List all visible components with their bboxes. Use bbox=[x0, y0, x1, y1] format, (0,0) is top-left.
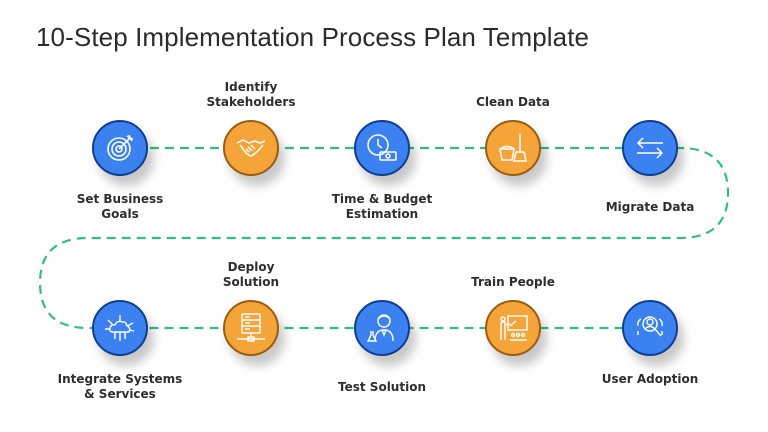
page-title: 10-Step Implementation Process Plan Temp… bbox=[36, 22, 590, 52]
step-6-circle[interactable] bbox=[622, 300, 678, 356]
step-1-label: Set Business Goals bbox=[76, 192, 164, 221]
step-1-circle[interactable] bbox=[92, 120, 148, 176]
scientist-icon bbox=[366, 314, 394, 342]
step-7-label: Train People bbox=[471, 275, 555, 289]
step-4-label: Clean Data bbox=[476, 95, 550, 109]
presentation-icon bbox=[500, 315, 528, 341]
step-10-circle[interactable] bbox=[92, 300, 148, 356]
step-8-label: Test Solution bbox=[338, 380, 426, 394]
step-9-label: Deploy Solution bbox=[222, 260, 280, 289]
step-9-circle[interactable] bbox=[223, 300, 279, 356]
user-search-icon bbox=[637, 316, 663, 337]
clock-money-icon bbox=[367, 134, 397, 161]
target-icon bbox=[107, 134, 134, 161]
bucket-broom-icon bbox=[499, 134, 527, 162]
step-7-circle[interactable] bbox=[485, 300, 541, 356]
step-10-label: Integrate Systems & Services bbox=[57, 372, 183, 401]
server-icon bbox=[237, 313, 265, 342]
transfer-arrows-icon bbox=[636, 137, 664, 159]
handshake-icon bbox=[236, 139, 266, 157]
step-3-label: Time & Budget Estimation bbox=[331, 192, 433, 221]
cloud-network-icon bbox=[105, 315, 135, 341]
step-2-circle[interactable] bbox=[223, 120, 279, 176]
step-8-circle[interactable] bbox=[354, 300, 410, 356]
step-3-circle[interactable] bbox=[354, 120, 410, 176]
step-2-label: Identify Stakeholders bbox=[206, 80, 296, 109]
step-5-label: Migrate Data bbox=[605, 200, 695, 214]
step-6-label: User Adoption bbox=[601, 372, 699, 386]
step-4-circle[interactable] bbox=[485, 120, 541, 176]
step-5-circle[interactable] bbox=[622, 120, 678, 176]
